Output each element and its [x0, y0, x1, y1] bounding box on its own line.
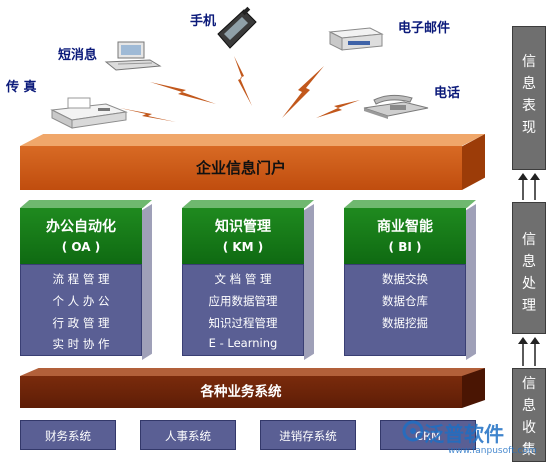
fax-machine-icon — [50, 97, 128, 129]
info-processing-box: 信 息 处 理 — [512, 202, 546, 334]
signal-bolt-icon — [234, 56, 252, 106]
fax-label: 传 真 — [6, 80, 37, 95]
email-printer-icon — [328, 27, 384, 51]
module-km-abbr: ( KM ) — [222, 240, 264, 254]
module-oa-item: 流 程 管 理 — [52, 272, 110, 286]
module-km-top — [182, 200, 314, 208]
module-bi-header: 商业智能 ( BI ) — [344, 208, 466, 264]
module-bi-item: 数据仓库 — [382, 294, 428, 308]
signal-bolt-icon — [120, 108, 176, 122]
watermark-url: www.fanpusoft.com — [448, 446, 537, 456]
system-inventory: 进销存系统 — [260, 420, 356, 450]
mobile-label: 手机 — [190, 14, 217, 29]
module-oa-body: 流 程 管 理 个 人 办 公 行 政 管 理 实 时 协 作 — [20, 264, 142, 356]
info-char: 表 — [522, 98, 536, 114]
module-km-header: 知识管理 ( KM ) — [182, 208, 304, 264]
email-label: 电子邮件 — [398, 21, 451, 36]
brand-logo-icon — [402, 420, 424, 442]
module-oa-item: 实 时 协 作 — [52, 337, 110, 351]
module-km-title: 知识管理 — [215, 219, 271, 235]
module-oa-side — [142, 204, 152, 360]
info-char: 息 — [522, 398, 536, 414]
module-km-item: 应用数据管理 — [208, 294, 278, 308]
module-bi-body: 数据交换 数据仓库 数据挖掘 — [344, 264, 466, 356]
info-char: 集 — [522, 442, 536, 458]
module-oa-abbr: ( OA ) — [61, 240, 101, 254]
module-km-body: 文 档 管 理 应用数据管理 知识过程管理 E - Learning — [182, 264, 304, 356]
info-char: 息 — [522, 254, 536, 270]
info-collection-box: 信 息 收 集 — [512, 368, 546, 462]
system-finance: 财务系统 — [20, 420, 116, 450]
module-bi-abbr: ( BI ) — [388, 240, 422, 254]
watermark-brand: 泛普软件 — [424, 422, 504, 446]
info-presentation-box: 信 息 表 现 — [512, 26, 546, 170]
system-crm: CRM — [380, 420, 476, 450]
mobile-phone-icon — [217, 6, 257, 49]
business-systems-label: 各种业务系统 — [200, 384, 282, 400]
info-char: 信 — [522, 376, 536, 392]
portal-bar-side — [462, 134, 485, 190]
module-bi-item: 数据交换 — [382, 272, 428, 286]
module-oa-top — [20, 200, 152, 208]
module-bi-title: 商业智能 — [377, 219, 433, 235]
module-km-item: E - Learning — [208, 336, 278, 350]
arrow-up-icon — [518, 173, 540, 200]
module-oa-header: 办公自动化 ( OA ) — [20, 208, 142, 264]
info-char: 息 — [522, 76, 536, 92]
business-bar-side — [462, 368, 485, 408]
sms-label: 短消息 — [58, 48, 98, 63]
module-km-side — [304, 204, 314, 360]
info-char: 收 — [522, 420, 536, 436]
module-oa-item: 个 人 办 公 — [52, 294, 110, 308]
info-char: 信 — [522, 232, 536, 248]
signal-bolt-icon — [150, 82, 216, 104]
info-char: 理 — [522, 298, 536, 314]
module-km-item: 文 档 管 理 — [214, 272, 272, 286]
portal-label: 企业信息门户 — [195, 159, 286, 177]
module-bi-side — [466, 204, 476, 360]
module-bi-top — [344, 200, 476, 208]
info-char: 信 — [522, 54, 536, 70]
module-oa-title: 办公自动化 — [46, 219, 116, 235]
phone-label: 电话 — [434, 86, 461, 101]
enterprise-portal-bar — [20, 146, 462, 190]
arrow-up-icon — [518, 337, 540, 366]
module-oa-item: 行 政 管 理 — [52, 316, 110, 330]
portal-bar-top — [20, 134, 485, 146]
telephone-icon — [363, 94, 429, 119]
info-char: 处 — [522, 276, 536, 292]
signal-bolt-icon — [282, 66, 324, 118]
desktop-computer-icon — [104, 41, 162, 71]
info-char: 现 — [522, 120, 536, 136]
signal-bolt-icon — [316, 100, 360, 118]
system-hr: 人事系统 — [140, 420, 236, 450]
business-bar-top — [20, 368, 485, 376]
business-systems-bar — [20, 376, 462, 408]
module-bi-item: 数据挖掘 — [382, 316, 428, 330]
module-km-item: 知识过程管理 — [208, 316, 278, 330]
